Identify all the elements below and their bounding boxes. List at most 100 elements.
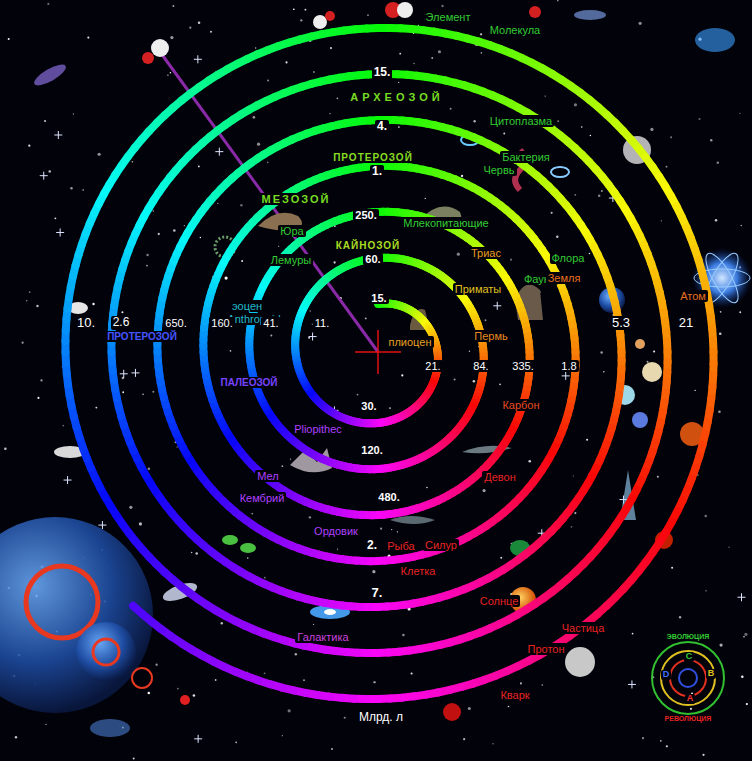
spiral-label: ПРОТЕРОЗОЙ xyxy=(331,152,415,163)
star xyxy=(247,557,248,558)
center-cross xyxy=(377,330,379,374)
spiral-label: Флора xyxy=(550,252,587,264)
stars xyxy=(4,0,748,760)
logo-ring xyxy=(652,642,724,714)
spiral-label: Цитоплазма xyxy=(488,115,554,127)
star xyxy=(198,21,201,24)
star xyxy=(170,72,172,74)
star xyxy=(281,465,283,467)
star xyxy=(172,5,174,7)
star xyxy=(425,198,426,199)
star xyxy=(413,63,415,65)
star xyxy=(146,254,148,256)
star xyxy=(230,350,232,352)
star xyxy=(367,14,369,16)
star xyxy=(710,139,712,141)
star xyxy=(499,384,501,386)
fish-icon xyxy=(390,516,435,524)
bright-star xyxy=(738,593,746,601)
star xyxy=(153,210,154,211)
spiral-label: 120. xyxy=(359,444,384,456)
star xyxy=(715,219,717,221)
spiral-label: Девон xyxy=(482,471,517,483)
spiral-label: плиоцен xyxy=(386,336,433,348)
star xyxy=(217,203,218,204)
bubble-sphere xyxy=(76,622,136,682)
spiral-label: Элемент xyxy=(424,11,473,23)
spiral-label: ПАЛЕОЗОЙ xyxy=(218,377,279,388)
primate-icon xyxy=(410,309,430,330)
evolution-spiral xyxy=(65,28,713,699)
star xyxy=(313,624,314,625)
spiral-label: B xyxy=(706,669,717,679)
star xyxy=(132,161,134,163)
star xyxy=(728,547,729,548)
star xyxy=(571,526,573,528)
spiral-label: A xyxy=(685,694,696,704)
logo-ring xyxy=(679,669,697,687)
star xyxy=(739,311,741,313)
spiral-label: Земля xyxy=(546,272,583,284)
star xyxy=(4,447,7,450)
spiral-label: Лемуры xyxy=(269,254,313,266)
spiral-label: Ордовик xyxy=(312,525,360,537)
star xyxy=(139,522,142,525)
star xyxy=(252,513,253,514)
star xyxy=(26,300,28,302)
star xyxy=(657,476,659,478)
star xyxy=(720,311,722,313)
spiral-label: Червь xyxy=(481,164,516,176)
star xyxy=(698,118,700,120)
star xyxy=(666,166,668,168)
star xyxy=(671,567,673,569)
star xyxy=(309,310,311,312)
star xyxy=(454,379,456,381)
star xyxy=(288,709,291,712)
galaxy-core xyxy=(324,609,336,615)
spiral-label: D xyxy=(661,670,672,680)
star xyxy=(639,22,642,25)
spiral-label: C xyxy=(684,652,695,662)
spiral-label: Рыба xyxy=(385,540,416,552)
star xyxy=(500,557,502,559)
spiral-label: Атом xyxy=(678,290,708,302)
bubble-sphere xyxy=(0,517,153,713)
star xyxy=(170,36,173,39)
star xyxy=(240,204,243,207)
star xyxy=(45,724,46,725)
star xyxy=(278,246,279,247)
logo-ring xyxy=(670,660,706,696)
star xyxy=(719,332,722,335)
star xyxy=(333,261,335,263)
quark-icon xyxy=(443,703,461,721)
star xyxy=(704,515,706,517)
star xyxy=(741,676,743,678)
star xyxy=(679,616,681,618)
star xyxy=(29,291,31,293)
spiral-label: 335. xyxy=(510,360,535,372)
star xyxy=(285,61,287,63)
spiral-label: 250. xyxy=(353,209,378,221)
star xyxy=(95,407,97,409)
star xyxy=(40,379,42,381)
star xyxy=(743,636,744,637)
cell-icon xyxy=(240,543,256,553)
spiral-label: 15. xyxy=(369,292,388,304)
star xyxy=(235,741,237,743)
molecule-icon xyxy=(397,2,413,18)
star xyxy=(581,126,583,128)
spiral-label: Силур xyxy=(423,539,459,551)
star xyxy=(574,103,577,106)
spiral-label: 5.3 xyxy=(610,316,632,330)
star xyxy=(148,692,151,695)
spiral-label: Юра xyxy=(278,225,305,237)
spiral-label: 11. xyxy=(313,317,331,329)
star xyxy=(193,694,196,697)
molecule-icon xyxy=(325,11,335,21)
spiral-label: Мел xyxy=(255,470,280,482)
spiral-label: Кембрий xyxy=(238,492,287,504)
spiral-label: 84. xyxy=(471,360,490,372)
planet xyxy=(642,362,662,382)
star xyxy=(336,97,338,99)
